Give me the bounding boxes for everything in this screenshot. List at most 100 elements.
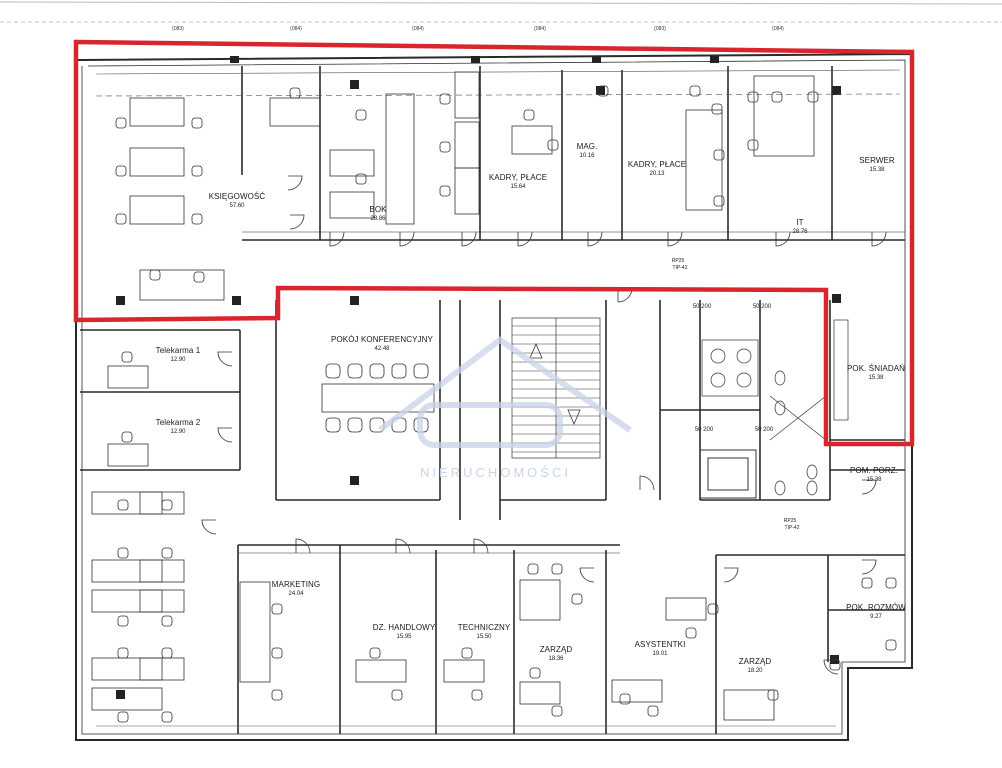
column-markers	[116, 56, 841, 699]
chair	[551, 705, 563, 717]
door-swing	[723, 567, 739, 583]
door-swing	[639, 475, 655, 491]
room-area-telekarma-1: 12.90	[170, 357, 186, 363]
room-label-it: IT	[796, 218, 804, 227]
room-area-wc-a: 50 200	[692, 304, 712, 310]
chair	[193, 271, 205, 283]
desk	[454, 167, 480, 215]
conference-chair	[413, 363, 429, 379]
room-area-handlowy: 15.95	[396, 634, 412, 640]
chair	[685, 627, 697, 639]
chair	[471, 689, 483, 701]
chair	[461, 647, 473, 659]
office-chairs	[115, 85, 897, 723]
desk	[91, 491, 163, 515]
room-label-zarzad-1: ZARZĄD	[539, 645, 573, 654]
chair	[149, 269, 161, 281]
room-label-telekarma-2: Telekarma 2	[155, 418, 201, 427]
room-area-telekarma-2: 12.90	[170, 429, 186, 435]
room-area-kadry-1: 15.64	[510, 184, 526, 190]
room-area-mag: 10.16	[579, 153, 595, 159]
room-label-handlowy: DZ. HANDLOWY	[372, 623, 436, 632]
door-swing	[871, 231, 887, 247]
door-swing	[587, 231, 603, 247]
desk	[611, 679, 663, 703]
axis-label: (084)	[290, 26, 302, 32]
chair	[439, 185, 451, 197]
chair	[439, 93, 451, 105]
elevator-shaft	[699, 449, 757, 499]
desk	[107, 443, 149, 467]
room-label-porz: POM. PORZ.	[849, 466, 899, 475]
desk	[91, 657, 163, 681]
chair	[807, 91, 819, 103]
door-swing	[579, 567, 595, 583]
desk	[91, 687, 163, 711]
chair	[161, 547, 173, 559]
door-swing	[287, 175, 303, 191]
room-area-wc-c: 50 200	[694, 427, 714, 433]
chair	[355, 109, 367, 121]
chair	[547, 139, 559, 151]
chair	[117, 499, 129, 511]
chair	[713, 149, 725, 161]
chair	[767, 689, 779, 701]
stair-arrows	[529, 342, 581, 426]
room-area-rozmow: 9.27	[870, 614, 882, 620]
door-swing	[861, 479, 877, 495]
chair	[571, 593, 583, 605]
chair	[529, 667, 541, 679]
room-label-kadry-1: KADRY, PŁACE	[488, 173, 548, 182]
highlighted-area-outline	[73, 39, 915, 447]
door-swing	[295, 538, 311, 554]
door-swing	[395, 538, 411, 554]
room-label-rozmow: POK. ROZMÓW	[846, 603, 906, 612]
chair	[369, 647, 381, 659]
restroom-fixtures	[701, 319, 849, 496]
scan-edge	[0, 1, 1002, 5]
chair	[885, 639, 897, 651]
desk	[139, 589, 185, 613]
desk	[511, 125, 553, 155]
chair	[391, 689, 403, 701]
room-area-it: 28.76	[792, 229, 808, 235]
desk	[355, 659, 407, 683]
axis-label: (083)	[654, 26, 666, 32]
chair	[115, 165, 127, 177]
room-area-zarzad-1: 18.36	[548, 656, 564, 662]
desk	[139, 269, 225, 301]
watermark-text: NIERUCHOMOŚCI	[420, 465, 571, 480]
door-swing	[399, 231, 415, 247]
chair	[191, 117, 203, 129]
chair	[271, 689, 283, 701]
chair	[523, 109, 535, 121]
door-swing	[461, 231, 477, 247]
door-swing	[667, 231, 683, 247]
chair	[161, 615, 173, 627]
room-area-kadry-2: 20.13	[649, 171, 665, 177]
desk	[139, 559, 185, 583]
desk	[91, 589, 163, 613]
room-area-ksiegowosc: 57.60	[229, 203, 245, 209]
chair	[619, 693, 631, 705]
room-label-ksiegowosc: KSIĘGOWOŚĆ	[208, 192, 266, 201]
chair	[747, 139, 759, 151]
watermark-logo	[378, 336, 632, 448]
room-area-serwer: 15.38	[869, 167, 885, 173]
desk	[519, 681, 561, 705]
desk	[91, 559, 163, 583]
desk	[129, 195, 185, 225]
room-label-mag: MAG.	[576, 142, 598, 151]
chair	[117, 615, 129, 627]
desk	[329, 149, 375, 177]
chair	[707, 603, 719, 615]
room-area-wc-b: 50 200	[752, 304, 772, 310]
door-swing	[823, 659, 839, 675]
conference-chair	[325, 417, 341, 433]
door-swing	[473, 538, 489, 554]
desk	[443, 659, 485, 683]
conference-chair	[347, 417, 363, 433]
desk	[107, 365, 149, 389]
chair	[115, 117, 127, 129]
desk	[329, 191, 375, 219]
